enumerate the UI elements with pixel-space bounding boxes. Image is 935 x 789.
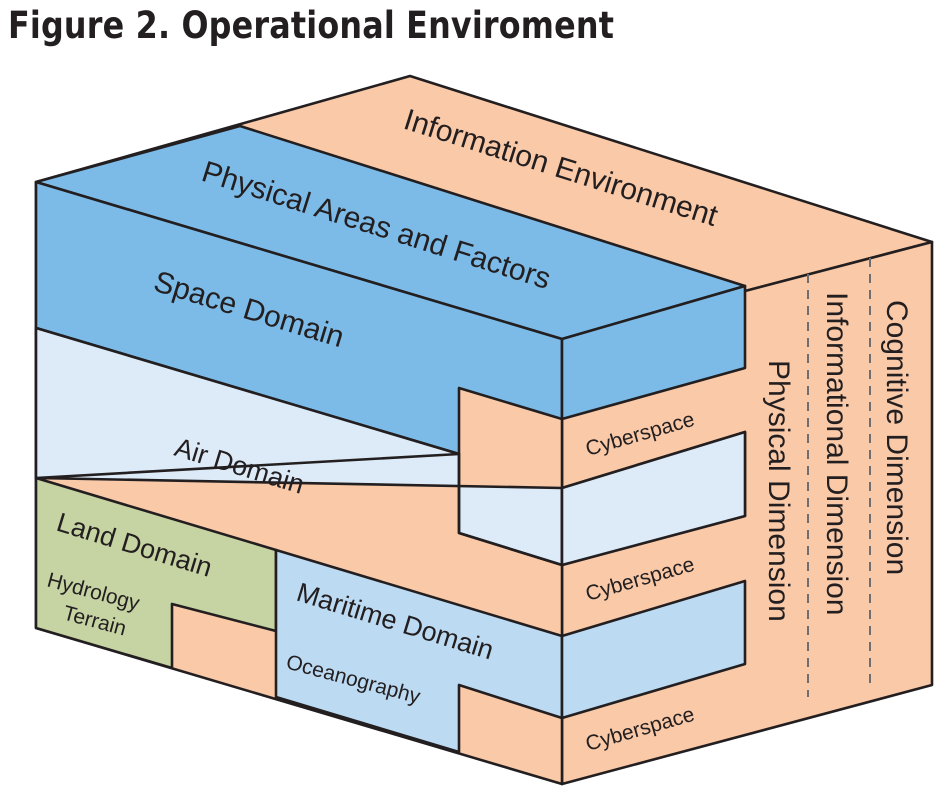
cognitive-dimension-label: Cognitive Dimension [880, 300, 913, 575]
space-domain-right-face [560, 284, 747, 421]
air-domain-right-face [560, 430, 747, 567]
informational-dimension-label: Informational Dimension [820, 292, 853, 615]
physical-dimension-label: Physical Dimension [762, 360, 795, 622]
figure-title: Figure 2. Operational Enviroment [8, 4, 615, 47]
maritime-domain-right-face [560, 579, 747, 720]
